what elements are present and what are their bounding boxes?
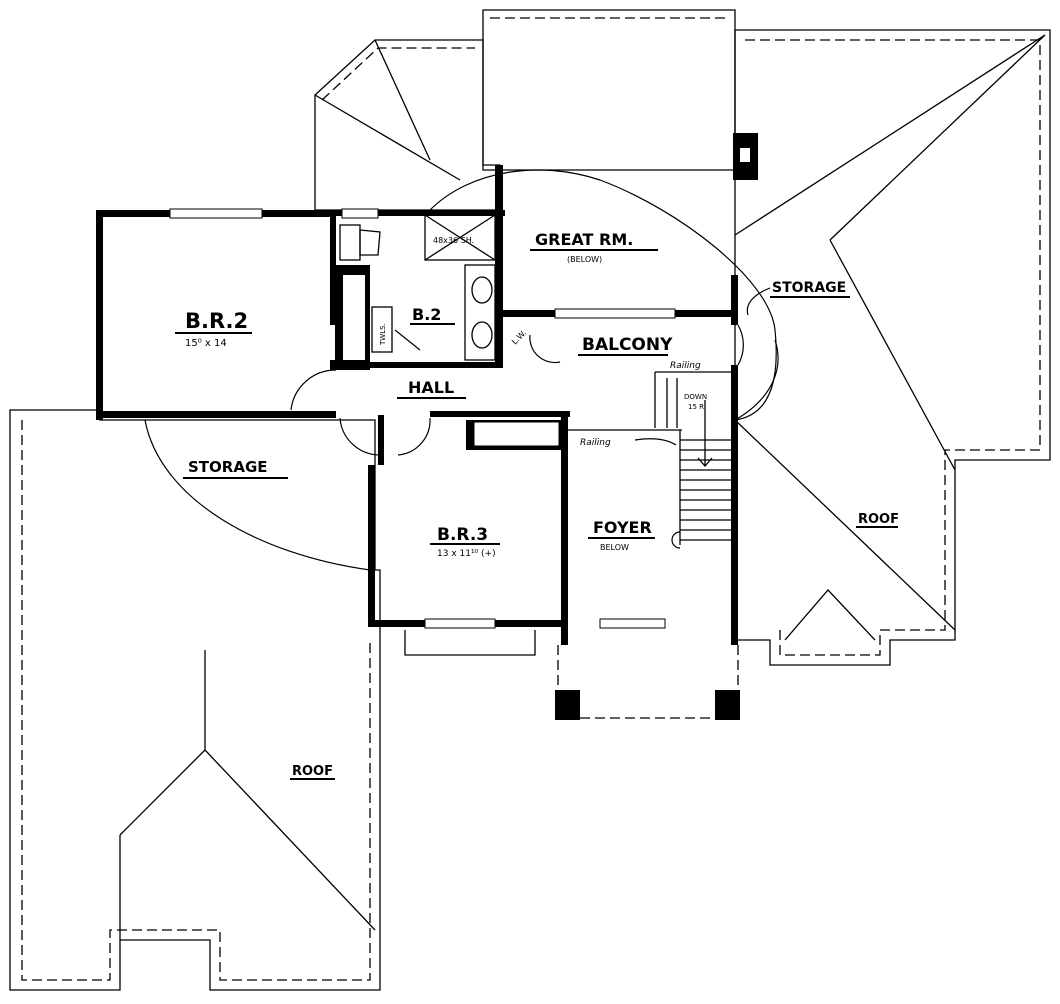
bath2-label: B.2 bbox=[412, 305, 441, 324]
foyer-label: FOYER bbox=[593, 518, 652, 537]
walls bbox=[96, 165, 740, 720]
storage-boundaries bbox=[144, 169, 777, 571]
stairs-risers: 15 R bbox=[688, 403, 704, 411]
great-room-note: (BELOW) bbox=[567, 255, 602, 264]
fixtures bbox=[169, 208, 779, 719]
railing-top-label: Railing bbox=[670, 361, 701, 371]
staircase bbox=[568, 371, 735, 549]
shower-label: 48x36 SH. bbox=[433, 236, 474, 245]
bedroom2-label: B.R.2 bbox=[185, 309, 248, 333]
railing-side-label: Railing bbox=[580, 438, 611, 448]
hall-label: HALL bbox=[408, 378, 454, 397]
bedroom3-size: 13 x 11¹⁰ (+) bbox=[437, 549, 496, 559]
roof-outlines bbox=[9, 9, 1051, 991]
stairs-direction: DOWN bbox=[684, 393, 707, 401]
storage-right-label: STORAGE bbox=[772, 280, 846, 296]
roof-right-label: ROOF bbox=[858, 512, 899, 527]
roof-left-label: ROOF bbox=[292, 764, 333, 779]
towels-label: TWLS. bbox=[379, 323, 387, 346]
foyer-note: BELOW bbox=[600, 543, 629, 552]
bedroom3-label: B.R.3 bbox=[437, 525, 488, 545]
room-labels: B.R.2 15⁰ x 14 B.2 48x36 SH. TWLS. HALL … bbox=[175, 230, 899, 780]
storage-left-label: STORAGE bbox=[188, 458, 268, 476]
balcony-label: BALCONY bbox=[582, 335, 673, 355]
linen-label: L.W. bbox=[510, 328, 528, 346]
great-room-label: GREAT RM. bbox=[535, 230, 633, 249]
bedroom2-size: 15⁰ x 14 bbox=[185, 338, 227, 349]
